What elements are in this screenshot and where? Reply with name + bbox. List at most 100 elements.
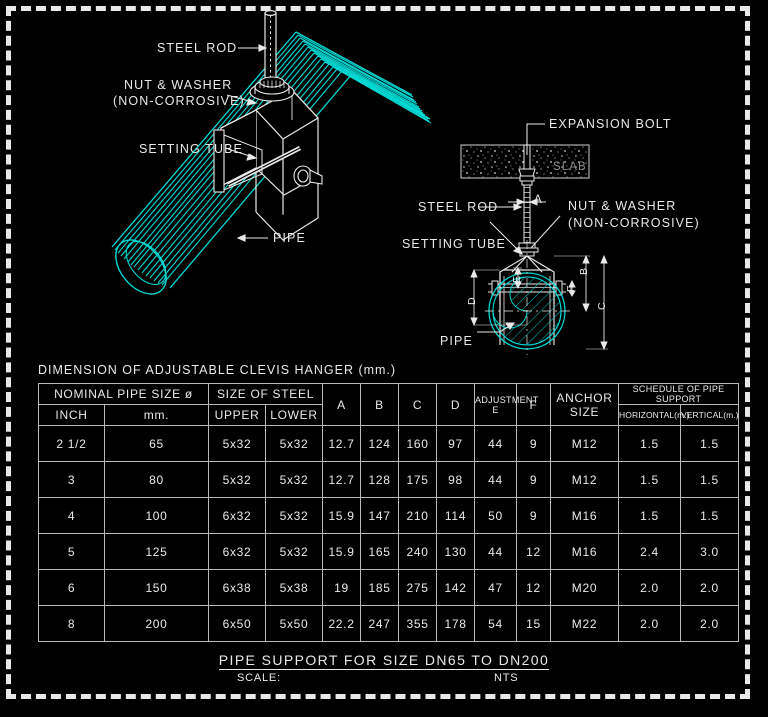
expansion-bolt-graphic	[518, 144, 536, 186]
cell-c: 275	[398, 569, 438, 606]
cell-inch: 6	[38, 569, 105, 606]
th-vertical: VERTICAL(m.)	[680, 404, 740, 426]
cell-f: 12	[516, 533, 552, 570]
cell-lower: 5x32	[265, 425, 324, 462]
table-caption: DIMENSION OF ADJUSTABLE CLEVIS HANGER (m…	[38, 363, 397, 377]
cell-horizontal: 2.4	[618, 533, 682, 570]
cell-anchor: M22	[550, 605, 620, 642]
cell-inch: 8	[38, 605, 105, 642]
dimension-a-graphic	[508, 196, 546, 208]
dim-letter-a: A	[534, 194, 543, 206]
th-lower: LOWER	[265, 404, 324, 426]
iso-label-steel-rod: STEEL ROD	[157, 41, 238, 55]
cell-anchor: M20	[550, 569, 620, 606]
cell-mm: 100	[103, 497, 210, 534]
cell-upper: 5x32	[208, 425, 267, 462]
cell-d: 130	[436, 533, 476, 570]
dimension-table-wrap: NOMINAL PIPE SIZE ø SIZE OF STEEL A B C …	[37, 383, 740, 642]
cell-a: 12.7	[322, 461, 362, 498]
dimension-f-graphic	[568, 279, 576, 297]
sheet-border	[6, 6, 750, 699]
cell-c: 175	[398, 461, 438, 498]
cell-vertical: 1.5	[680, 425, 740, 462]
cell-e: 44	[474, 533, 518, 570]
dim-letter-c: C	[596, 301, 608, 310]
cell-vertical: 2.0	[680, 569, 740, 606]
steel-rod-graphic	[264, 10, 277, 92]
cell-d: 142	[436, 569, 476, 606]
th-f: F	[516, 383, 552, 426]
elev-label-setting-tube: SETTING TUBE	[402, 237, 506, 251]
cell-a: 22.2	[322, 605, 362, 642]
cell-vertical: 2.0	[680, 605, 740, 642]
cell-inch: 3	[38, 461, 105, 498]
dim-letter-d: D	[466, 296, 478, 305]
cell-mm: 125	[103, 533, 210, 570]
cell-b: 147	[360, 497, 400, 534]
cell-mm: 80	[103, 461, 210, 498]
cell-d: 178	[436, 605, 476, 642]
th-a: A	[322, 383, 362, 426]
cell-upper: 6x32	[208, 497, 267, 534]
cell-upper: 6x38	[208, 569, 267, 606]
cell-c: 160	[398, 425, 438, 462]
elev-label-slab: SLAB	[553, 161, 587, 173]
dimension-table: NOMINAL PIPE SIZE ø SIZE OF STEEL A B C …	[37, 383, 740, 642]
cell-b: 124	[360, 425, 400, 462]
elev-label-expansion-bolt: EXPANSION BOLT	[549, 117, 672, 131]
iso-label-nut-washer-line1: NUT & WASHER	[124, 78, 233, 92]
cell-b: 185	[360, 569, 400, 606]
iso-label-nut-washer-line2: (NON-CORROSIVE)	[113, 94, 245, 108]
cell-vertical: 3.0	[680, 533, 740, 570]
cell-a: 15.9	[322, 497, 362, 534]
cell-b: 247	[360, 605, 400, 642]
cell-anchor: M12	[550, 461, 620, 498]
dimension-d-graphic	[470, 268, 527, 327]
th-inch: INCH	[38, 404, 105, 426]
cell-horizontal: 2.0	[618, 569, 682, 606]
th-mm: mm.	[103, 404, 210, 426]
th-anchor-size: ANCHOR SIZE	[550, 383, 620, 426]
cell-d: 114	[436, 497, 476, 534]
setting-tube-graphic	[213, 129, 302, 193]
cell-lower: 5x32	[265, 497, 324, 534]
nut-washer-graphic	[249, 76, 295, 102]
cell-horizontal: 1.5	[618, 425, 682, 462]
iso-leader-lines	[226, 44, 268, 242]
cell-upper: 6x50	[208, 605, 267, 642]
th-size-of-steel: SIZE OF STEEL	[208, 383, 324, 405]
cell-d: 97	[436, 425, 476, 462]
centerlines	[485, 240, 570, 355]
cell-f: 9	[516, 461, 552, 498]
cell-mm: 65	[103, 425, 210, 462]
th-schedule-of-pipe-support: SCHEDULE OF PIPE SUPPORT	[618, 383, 740, 405]
cell-a: 19	[322, 569, 362, 606]
cell-lower: 5x50	[265, 605, 324, 642]
cell-anchor: M16	[550, 533, 620, 570]
cell-a: 12.7	[322, 425, 362, 462]
cell-inch: 5	[38, 533, 105, 570]
cell-vertical: 1.5	[680, 497, 740, 534]
cell-upper: 6x32	[208, 533, 267, 570]
th-horizontal: HORIZONTAL(m.)	[618, 404, 690, 426]
cell-e: 50	[474, 497, 518, 534]
dim-letter-b: B	[578, 266, 590, 275]
cell-lower: 5x32	[265, 461, 324, 498]
elevation-leader-lines	[477, 123, 561, 333]
cell-a: 15.9	[322, 533, 362, 570]
iso-label-pipe: PIPE	[273, 231, 306, 245]
drawing-title-text: PIPE SUPPORT FOR SIZE DN65 TO DN200	[218, 652, 550, 670]
dimension-b-graphic	[554, 254, 590, 313]
dim-letter-f: F	[565, 284, 577, 292]
elev-label-nut-washer-line2: (NON-CORROSIVE)	[568, 216, 700, 230]
dimension-e-graphic	[513, 266, 522, 290]
cell-d: 98	[436, 461, 476, 498]
cell-e: 44	[474, 461, 518, 498]
dim-letter-e: E	[511, 274, 523, 283]
